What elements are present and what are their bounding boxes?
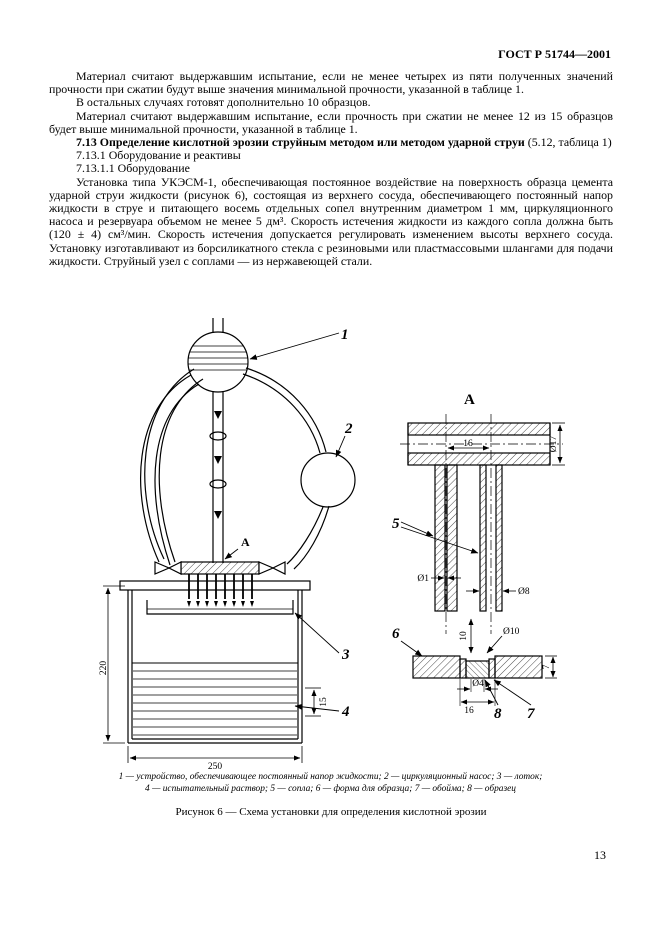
heading-7-13-1: 7.13.1 Оборудование и реактивы [76, 148, 241, 163]
tank-rim [119, 580, 311, 591]
dimension-250 [127, 746, 303, 763]
jet-arrows [187, 601, 254, 607]
detail-a [400, 414, 565, 706]
dim-16-bottom-label: 16 [464, 706, 474, 716]
page-number: 13 [594, 848, 606, 862]
dim-10-label: 10 [459, 631, 469, 641]
hose-left-outer [140, 374, 192, 563]
legend-line-2: 4 — испытательный раствор; 5 — сопла; 6 … [145, 783, 516, 794]
nozzle-right-body [479, 464, 487, 612]
apparatus-schematic [103, 318, 356, 763]
centerlines [400, 414, 563, 634]
tray [146, 600, 294, 615]
dimension-7 [545, 655, 557, 679]
head-vessel-liquid [188, 345, 248, 371]
detail-a-title: А [464, 392, 475, 408]
figure-caption: Рисунок 6 — Схема установки для определе… [175, 806, 487, 818]
figure-6-drawing: 1 2 3 4 А 220 250 15 [99, 318, 565, 771]
dim-d4-label: Ø4 [472, 679, 484, 689]
hose-left-inner [154, 383, 200, 566]
paragraph-installation: Установка типа УКЭСМ-1, обеспечивающая п… [49, 174, 613, 268]
dimension-220 [103, 585, 125, 744]
figure-legend: 1 — устройство, обеспечивающее постоянны… [40, 772, 621, 795]
callout-7: 7 [527, 706, 535, 722]
callout-1: 1 [341, 327, 349, 343]
dim-d17-label: Ø17 [549, 436, 559, 453]
specimen [465, 660, 490, 679]
dim-d1-label: Ø1 [417, 574, 429, 584]
circulation-pump [300, 452, 356, 508]
nozzle-left-body [434, 464, 446, 612]
dimension-15 [305, 687, 321, 717]
tank-walls [127, 590, 303, 744]
tube-wall-top [407, 422, 551, 436]
callout-5: 5 [392, 516, 400, 532]
callout-leaders-right [400, 521, 532, 706]
holder-ring [459, 658, 467, 679]
callout-8: 8 [494, 706, 502, 722]
test-solution [132, 662, 298, 736]
legend-line-1: 1 — устройство, обеспечивающее постоянны… [118, 772, 543, 782]
mould-right [494, 655, 543, 679]
hose-pump-to-jet-unit [286, 506, 324, 565]
callout-2: 2 [344, 421, 353, 437]
heading-7-13-ref: (5.12, таблица 1) [527, 135, 612, 150]
mould-left [412, 655, 461, 679]
callout-6: 6 [392, 626, 400, 642]
dim-16-axes-label: 16 [463, 439, 473, 449]
hose-vessel-to-pump [245, 367, 327, 453]
paragraph-2: В остальных случаях готовят дополнительн… [76, 95, 371, 110]
dim-d10-label: Ø10 [503, 627, 520, 637]
paragraph-1: Материал считают выдержавшим испытание, … [49, 69, 613, 97]
dim-15-label: 15 [319, 697, 329, 707]
dim-d8-label: Ø8 [518, 587, 530, 597]
paragraph-3: Материал считают выдержавшим испытание, … [49, 108, 613, 136]
dim-7-label: 7 [542, 664, 552, 669]
heading-7-13-1-1: 7.13.1.1 Оборудование [76, 161, 190, 176]
section-a-label: А [241, 535, 250, 549]
dimension-d4 [457, 679, 498, 692]
dim-250-label: 250 [208, 762, 223, 771]
callout-4: 4 [341, 704, 350, 720]
nozzles [188, 574, 253, 599]
dim-220-label: 220 [99, 661, 109, 676]
body-text: Материал считают выдержавшим испытание, … [49, 69, 613, 268]
dimension-d17 [552, 422, 565, 466]
callout-leaders-left [224, 332, 346, 712]
jet-unit [180, 561, 260, 575]
heading-7-13-title: 7.13 Определение кислотной эрозии струйн… [76, 135, 525, 150]
heading-7-13: 7.13 Определение кислотной эрозии струйн… [49, 135, 613, 150]
tube-wall-bottom [407, 452, 551, 466]
head-vessel [187, 331, 249, 393]
callout-3: 3 [341, 647, 350, 663]
doc-number-header: ГОСТ Р 51744—2001 [498, 47, 611, 61]
